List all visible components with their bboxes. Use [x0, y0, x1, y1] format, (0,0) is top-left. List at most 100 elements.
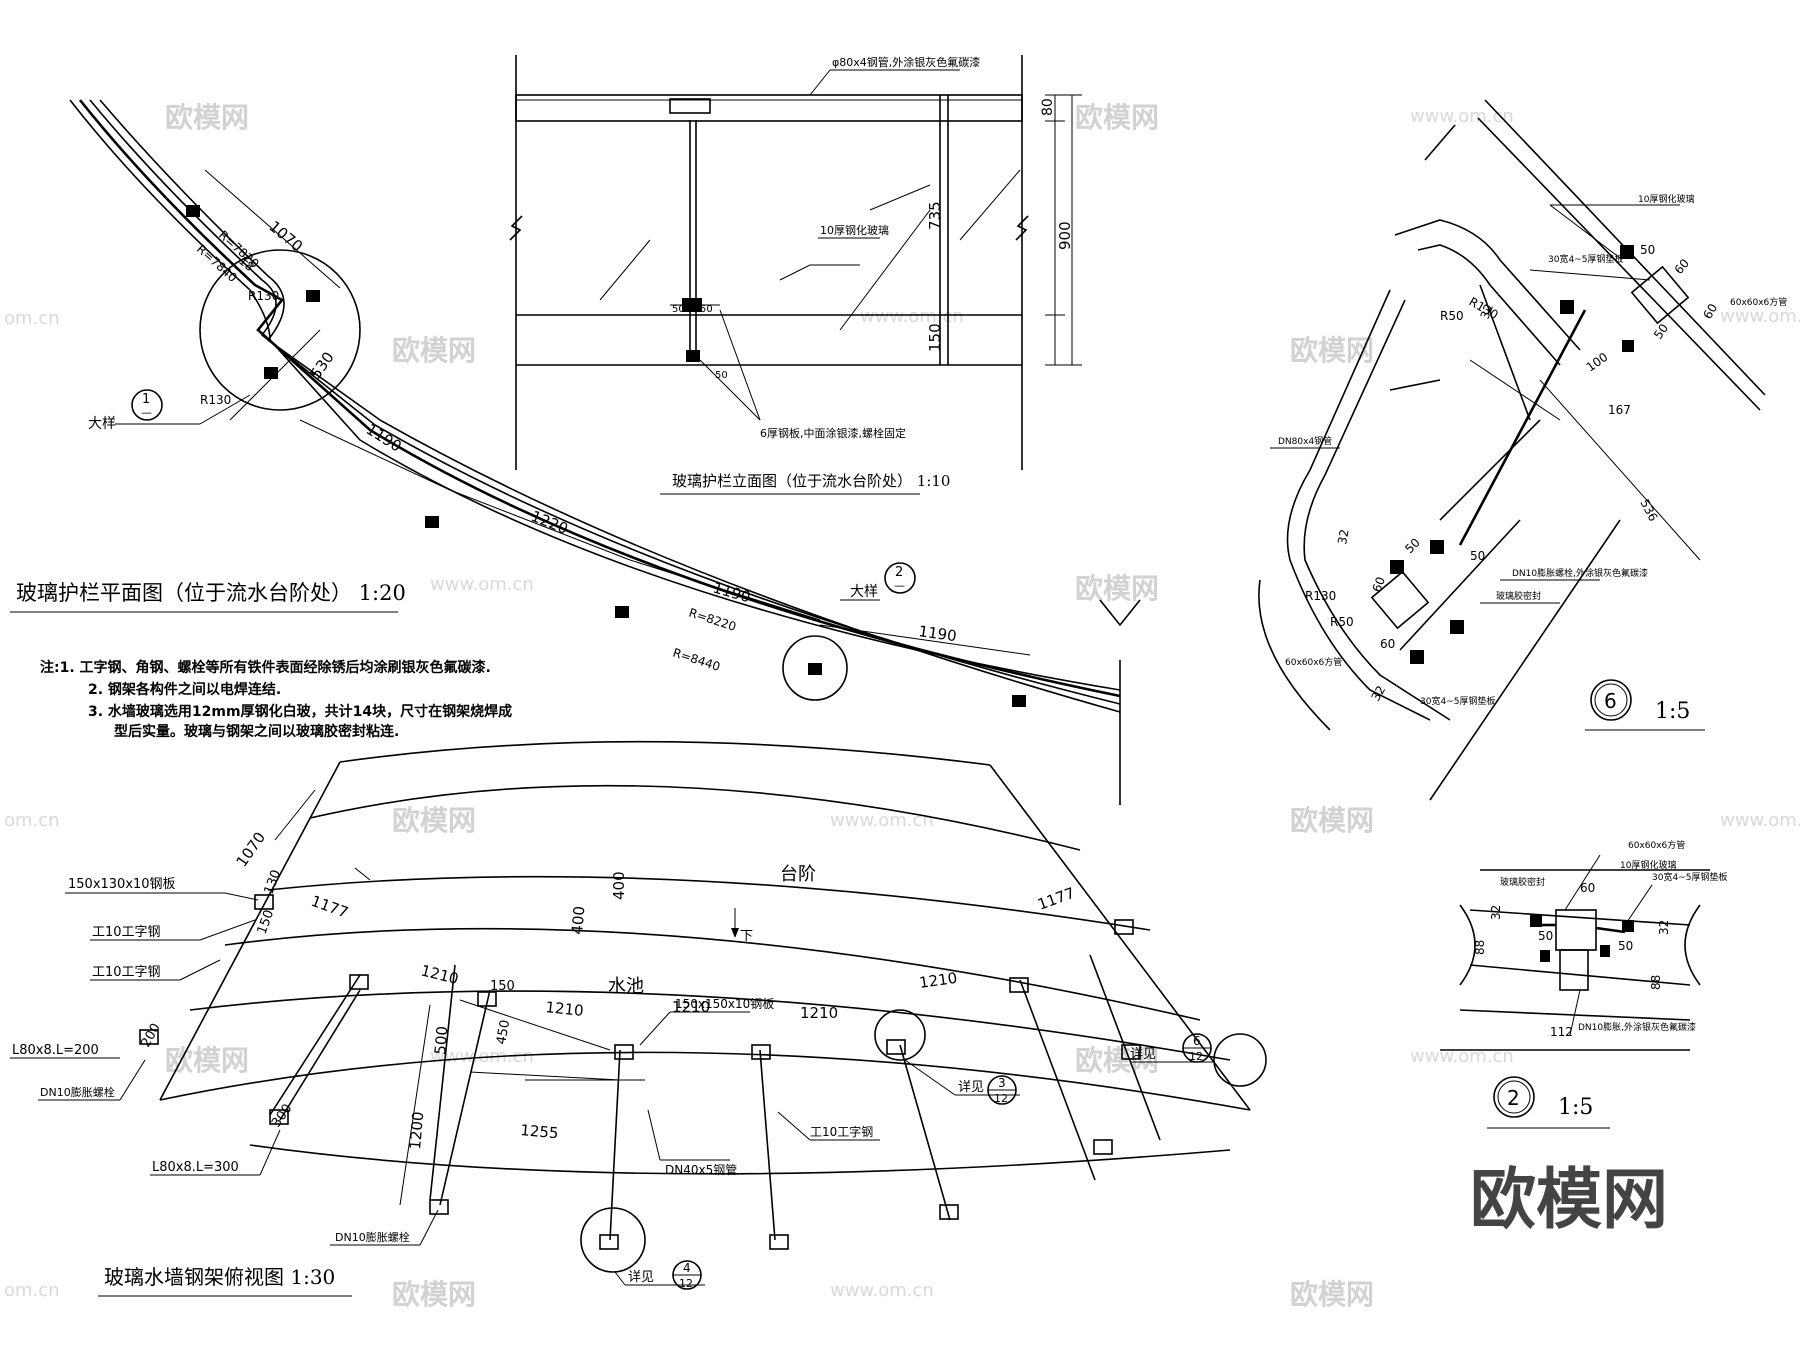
watermark: www.om.cn — [1410, 1046, 1514, 1067]
d2-dim: 60 — [1580, 881, 1595, 895]
d2-label-glass: 10厚钢化玻璃 — [1620, 859, 1676, 871]
detail-ref-6-12[interactable]: 详见 6 12 — [1130, 1033, 1215, 1063]
frame-detail-circle-4 — [580, 1207, 646, 1273]
detail-circle-2 — [782, 635, 848, 701]
d2-dim: 50 — [1538, 929, 1553, 943]
d6-dim: 50 — [1640, 243, 1655, 257]
elevation-title: 玻璃护栏立面图（位于流水台阶处） 1:10 — [672, 472, 950, 490]
detail-tag-1[interactable]: 大样 1 — — [88, 389, 251, 432]
svg-text:详见: 详见 — [1130, 1047, 1156, 1062]
svg-text:12: 12 — [994, 1092, 1008, 1105]
d6-label-pad: 30宽4~5厚钢垫板 — [1548, 253, 1623, 265]
watermark: www.om.cn — [430, 1046, 534, 1067]
detail-6: 10厚钢化玻璃 30宽4~5厚钢垫板 60x60x6方管 DN80x4钢管 DN… — [1258, 99, 1787, 801]
watermark: 欧模网 — [1290, 1278, 1374, 1311]
d6-num: 6 — [1604, 689, 1617, 713]
d2-num: 2 — [1507, 1086, 1520, 1110]
dim-elev-150: 150 — [926, 323, 944, 352]
detail-ref-3-12[interactable]: 详见 3 12 — [904, 1059, 1020, 1105]
d6-dim: 167 — [1608, 403, 1631, 417]
watermark: 欧模网 — [392, 804, 476, 837]
note-line: 注:1. 工字钢、角钢、螺栓等所有铁件表面经除锈后均涂刷银灰色氟碳漆. — [40, 659, 491, 676]
note-line: 2. 钢架各构件之间以电焊连结. — [88, 681, 281, 698]
dim-elev-50b: 50 — [700, 304, 713, 315]
d6-dim: 60 — [1380, 637, 1395, 651]
d2-dim: 32 — [1489, 905, 1503, 920]
d2-dim: 88 — [1649, 975, 1663, 990]
watermark: om.cn — [4, 308, 60, 329]
dim-elev-50c: 50 — [715, 370, 728, 381]
dim-elev-900: 900 — [1056, 221, 1074, 250]
watermark: om.cn — [4, 1280, 60, 1301]
dim-plan-5: 1190 — [711, 579, 753, 607]
d6-dim: 32 — [1368, 683, 1388, 703]
d2-label-seal: 玻璃胶密封 — [1500, 876, 1545, 888]
watermark: om.cn — [4, 810, 60, 831]
watermark: www.om.cn — [1720, 810, 1800, 831]
d6-label-tube: 60x60x6方管 — [1730, 296, 1787, 308]
frame-dim: 400 — [568, 905, 588, 935]
frame-dim: 400 — [610, 871, 628, 900]
svg-text:详见: 详见 — [958, 1080, 984, 1095]
frame-callout: L80x8.L=200 — [12, 1043, 99, 1058]
frame-callout: DN40x5钢管 — [665, 1162, 737, 1177]
detail-tag-label: 大样 — [88, 416, 116, 432]
radius-plan-4: R130 — [200, 393, 231, 407]
frame-callout: 150x130x10钢板 — [68, 877, 176, 892]
detail-ref-4-12[interactable]: 详见 4 12 — [614, 1260, 705, 1290]
svg-text:3: 3 — [998, 1076, 1006, 1090]
svg-text:—: — — [894, 579, 905, 592]
d6-label-glass: 10厚钢化玻璃 — [1638, 193, 1694, 205]
frame-plan: 下 台阶 水池 150x130x10钢板 工10工字钢 工10工字钢 L80x8… — [10, 740, 1267, 1297]
frame-callout: DN10膨胀螺栓 — [335, 1230, 410, 1244]
detail-2: 10厚钢化玻璃 玻璃胶密封 60x60x6方管 30宽4~5厚钢垫板 DN10膨… — [1440, 839, 1727, 1129]
d2-dim: 32 — [1657, 920, 1671, 935]
watermark: www.om.cn — [860, 306, 964, 327]
d2-label-bolt: DN10膨胀,外涂银灰色氟碳漆 — [1578, 1021, 1696, 1033]
watermark: 欧模网 — [1075, 101, 1159, 134]
dim-plan-6: 1190 — [917, 622, 957, 645]
frame-callout: DN10膨胀螺栓 — [40, 1085, 115, 1099]
watermark: 欧模网 — [1290, 334, 1374, 367]
frame-dim: 130 — [262, 868, 285, 896]
frame-callout: 工10工字钢 — [810, 1124, 873, 1139]
d6-dim: 50 — [1402, 535, 1423, 556]
dim-elev-735: 735 — [926, 201, 944, 230]
frame-dim: 450 — [494, 1019, 513, 1046]
note-line: 型后实量。玻璃与钢架之间以玻璃胶密封粘连. — [114, 723, 399, 740]
dim-elev-80: 80 — [1040, 98, 1056, 116]
d6-label-pad2: 30宽4~5厚钢垫板 — [1420, 695, 1495, 707]
frame-dim: 150 — [255, 908, 278, 936]
note-line: 3. 水墙玻璃选用12mm厚钢化白玻，共计14块，尺寸在钢架烧焊成 — [88, 703, 512, 720]
detail-circle-1 — [199, 249, 361, 411]
d6-dim: 50 — [1470, 549, 1485, 563]
svg-text:4: 4 — [683, 1261, 691, 1275]
d6-label-pipe: DN80x4钢管 — [1278, 435, 1332, 447]
watermark: www.om.cn — [830, 1280, 934, 1301]
frame-detail-circle-3 — [874, 1009, 926, 1061]
d2-dim: 88 — [1473, 940, 1487, 955]
d6-dim: 100 — [1584, 350, 1611, 375]
radius-plan-3: R130 — [248, 289, 279, 303]
svg-text:2: 2 — [895, 565, 903, 580]
d2-dim: 112 — [1550, 1025, 1573, 1039]
frame-dim: 1210 — [918, 969, 958, 992]
frame-callout: 工10工字钢 — [92, 925, 161, 940]
frame-dim: 1210 — [800, 1004, 838, 1022]
detail-tag-2[interactable]: 大样 2 — — [840, 562, 916, 601]
frame-dim: 1210 — [545, 998, 585, 1020]
watermark: 欧模网 — [392, 334, 476, 367]
frame-dim: 150 — [490, 979, 515, 994]
watermark: 欧模网 — [392, 1278, 476, 1311]
frame-callout: 工10工字钢 — [92, 965, 161, 980]
d6-label-tube2: 60x60x6方管 — [1285, 656, 1342, 668]
frame-callout: L80x8.L=300 — [152, 1160, 239, 1175]
detail-6-label: 6 1:5 — [1585, 679, 1705, 731]
elev-pipe-label: φ80x4钢管,外涂银灰色氟碳漆 — [832, 55, 980, 69]
watermark: www.om.cn — [430, 574, 534, 595]
dim-plan-4: 1220 — [529, 507, 571, 538]
elev-plate-label: 6厚钢板,中面涂银漆,螺栓固定 — [760, 426, 906, 440]
frame-dim: 200 — [138, 1021, 163, 1050]
d6-dim: 60 — [1700, 301, 1720, 321]
watermark: www.om.cn — [1720, 306, 1800, 327]
